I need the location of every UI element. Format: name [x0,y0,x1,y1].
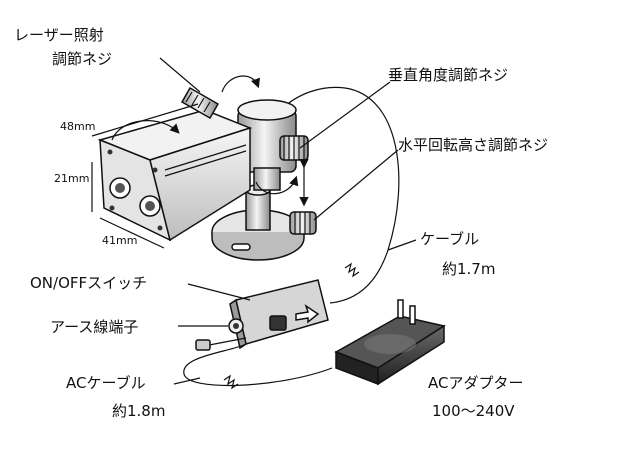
ac-cable-plug [195,339,211,351]
label-voltage: 100～240V [432,402,515,420]
plug-prong [397,299,404,319]
pivot-cylinder [237,99,297,191]
label-horizontal-screw: 水平回転高さ調節ネジ [398,136,548,154]
onoff-switch-toggle [269,315,287,331]
curved-arrow-icon [221,75,260,93]
label-laser-screw-line2: 調節ネジ [52,50,112,68]
laser-housing [97,109,253,242]
ac-cable-plug-line [203,337,247,347]
label-ac-cable-length: 約1.8m [112,402,165,420]
plug-prong [409,305,416,325]
leader-lines [159,57,417,385]
dimension-width: 48mm [60,120,95,133]
label-ground-terminal: アース線端子 [50,318,138,336]
horizontal-rotation-screw [289,211,317,235]
dimension-height: 21mm [54,172,89,185]
label-ac-cable: ACケーブル [66,374,146,392]
vertical-angle-screw [279,135,309,161]
arrow-right-icon [295,304,320,324]
laser-emission-screw [180,86,220,120]
label-ac-adapter: ACアダプター [428,374,523,392]
mount-base [211,184,305,261]
label-vertical-screw: 垂直角度調節ネジ [388,66,508,84]
dimension-depth: 41mm [102,234,137,247]
dimension-lines [91,103,199,249]
ac-cable-break-mark [223,374,239,390]
label-cable-length: 約1.7m [442,260,495,278]
label-cable: ケーブル [420,230,479,248]
label-onoff-switch: ON/OFFスイッチ [30,274,147,292]
ac-cable-line [183,343,333,387]
label-laser-screw-line1: レーザー照射 [14,26,104,44]
switch-box [228,279,329,350]
cable-break-mark [344,262,360,278]
curved-arrow-icon [255,175,299,195]
ac-adapter [334,299,446,386]
